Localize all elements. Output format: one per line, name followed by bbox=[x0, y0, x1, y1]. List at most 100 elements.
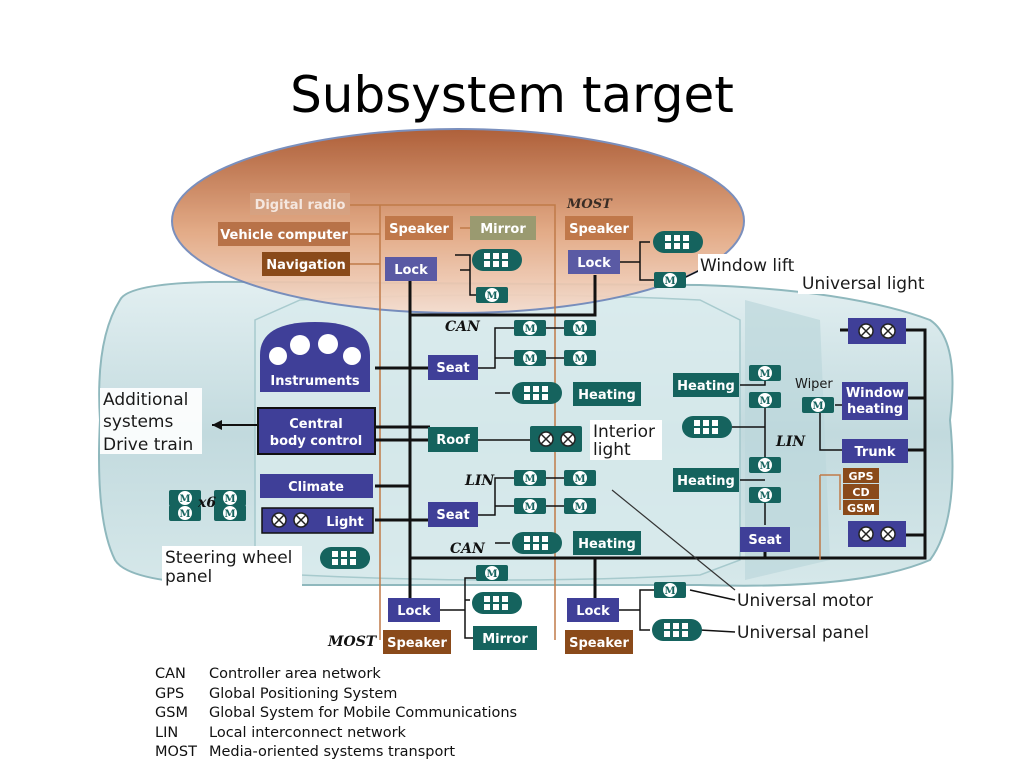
label-most-top: MOST bbox=[566, 197, 613, 212]
universal-light-bottom-symbol bbox=[848, 521, 906, 547]
svg-text:Light: Light bbox=[326, 515, 364, 530]
box-heating-rear: Heating bbox=[573, 531, 641, 555]
motor-letter: M bbox=[664, 276, 675, 287]
svg-text:Mirror: Mirror bbox=[480, 222, 526, 237]
box-mirror-bottom: Mirror bbox=[473, 626, 537, 650]
box-lock-bottom-1: Lock bbox=[388, 598, 440, 622]
legend-text: Local interconnect network bbox=[209, 724, 406, 741]
svg-text:Mirror: Mirror bbox=[482, 632, 528, 647]
legend-abbr: LIN bbox=[155, 724, 179, 741]
label-x6: x6 bbox=[197, 495, 216, 511]
box-trunk: Trunk bbox=[842, 439, 908, 463]
label-wiper: Wiper bbox=[795, 377, 833, 392]
svg-text:CD: CD bbox=[852, 486, 869, 499]
svg-text:Lock: Lock bbox=[397, 604, 431, 619]
legend-abbr: MOST bbox=[155, 744, 197, 761]
legend-abbr: CAN bbox=[155, 666, 186, 682]
svg-text:Instruments: Instruments bbox=[270, 374, 360, 389]
motor-letter: M bbox=[524, 474, 535, 485]
legend-text: Controller area network bbox=[209, 666, 381, 682]
motor-letter: M bbox=[759, 396, 770, 407]
label-interior-light-2: light bbox=[593, 440, 631, 460]
svg-text:Seat: Seat bbox=[436, 361, 469, 376]
svg-text:Seat: Seat bbox=[436, 508, 469, 523]
box-heating-mid-1: Heating bbox=[673, 373, 739, 397]
label-additional-systems-2: systems bbox=[103, 412, 173, 432]
svg-text:Speaker: Speaker bbox=[569, 222, 629, 237]
box-central-body-control: Central body control bbox=[257, 407, 376, 455]
motor-letter: M bbox=[179, 494, 190, 505]
motor-letter: M bbox=[759, 369, 770, 380]
svg-text:Lock: Lock bbox=[577, 256, 611, 271]
box-navigation: Navigation bbox=[262, 252, 350, 276]
lamp-icon bbox=[538, 431, 554, 447]
motor-letter: M bbox=[179, 509, 190, 520]
box-lock-bottom-2: Lock bbox=[567, 598, 619, 622]
label-can-bottom: CAN bbox=[450, 541, 486, 557]
svg-text:Central: Central bbox=[289, 417, 342, 432]
svg-text:GPS: GPS bbox=[848, 470, 873, 483]
svg-text:Speaker: Speaker bbox=[387, 636, 447, 651]
box-lock-top-2: Lock bbox=[568, 250, 620, 274]
panel-icon bbox=[651, 618, 703, 642]
motor-letter: M bbox=[524, 354, 535, 365]
svg-text:Digital radio: Digital radio bbox=[255, 198, 346, 213]
box-light: Light bbox=[261, 507, 374, 534]
svg-text:Heating: Heating bbox=[677, 474, 735, 489]
label-lin-right: LIN bbox=[775, 434, 806, 450]
svg-text:Seat: Seat bbox=[748, 533, 781, 548]
svg-text:Navigation: Navigation bbox=[266, 258, 346, 273]
svg-text:heating: heating bbox=[847, 402, 903, 417]
label-additional-systems-1: Additional bbox=[103, 390, 188, 410]
box-heating-mid-2: Heating bbox=[673, 468, 739, 492]
box-cd: CD bbox=[843, 484, 879, 499]
svg-text:Trunk: Trunk bbox=[854, 445, 895, 460]
panel-icon bbox=[471, 591, 523, 615]
universal-light-top-symbol bbox=[848, 318, 906, 344]
panel-icon bbox=[319, 546, 371, 570]
box-speaker-bottom-1: Speaker bbox=[383, 630, 451, 654]
label-universal-light: Universal light bbox=[802, 274, 925, 294]
box-gps: GPS bbox=[843, 468, 879, 483]
box-vehicle-computer: Vehicle computer bbox=[218, 222, 350, 246]
box-speaker-top-2: Speaker bbox=[565, 216, 633, 240]
box-seat-rear: Seat bbox=[428, 502, 478, 527]
motor-letter: M bbox=[574, 474, 585, 485]
legend-row: CAN Controller area network bbox=[155, 665, 517, 685]
box-mirror-top: Mirror bbox=[470, 216, 536, 240]
motor-letter: M bbox=[224, 509, 235, 520]
box-heating-front: Heating bbox=[573, 382, 641, 406]
legend-text: Global Positioning System bbox=[209, 685, 398, 702]
interior-light-symbol bbox=[530, 426, 582, 452]
lamp-icon bbox=[271, 512, 287, 528]
motor-letter: M bbox=[574, 502, 585, 513]
svg-text:Climate: Climate bbox=[288, 480, 344, 495]
svg-text:Heating: Heating bbox=[677, 379, 735, 394]
label-interior-light-1: Interior bbox=[593, 422, 655, 442]
svg-text:Heating: Heating bbox=[578, 388, 636, 403]
label-drive-train: Drive train bbox=[103, 435, 193, 455]
motor-letter: M bbox=[664, 586, 675, 597]
legend-text: Global System for Mobile Communications bbox=[209, 705, 518, 722]
box-climate: Climate bbox=[260, 474, 373, 498]
label-steering-wheel-panel-2: panel bbox=[165, 567, 212, 587]
box-seat-front: Seat bbox=[428, 355, 478, 380]
svg-text:Speaker: Speaker bbox=[389, 222, 449, 237]
panel-icon bbox=[511, 531, 563, 555]
legend-abbr: GPS bbox=[155, 685, 185, 702]
motor-letter: M bbox=[574, 354, 585, 365]
box-speaker-top-1: Speaker bbox=[385, 216, 453, 240]
box-speaker-bottom-2: Speaker bbox=[565, 630, 633, 654]
box-seat-right: Seat bbox=[740, 527, 790, 552]
svg-text:body control: body control bbox=[270, 434, 362, 449]
svg-text:Lock: Lock bbox=[394, 263, 428, 278]
motor-letter: M bbox=[486, 569, 497, 580]
svg-text:GSM: GSM bbox=[847, 502, 875, 515]
motor-letter: M bbox=[759, 461, 770, 472]
panel-icon bbox=[681, 415, 733, 439]
panel-icon bbox=[471, 248, 523, 272]
box-lock-top-1: Lock bbox=[385, 257, 437, 281]
